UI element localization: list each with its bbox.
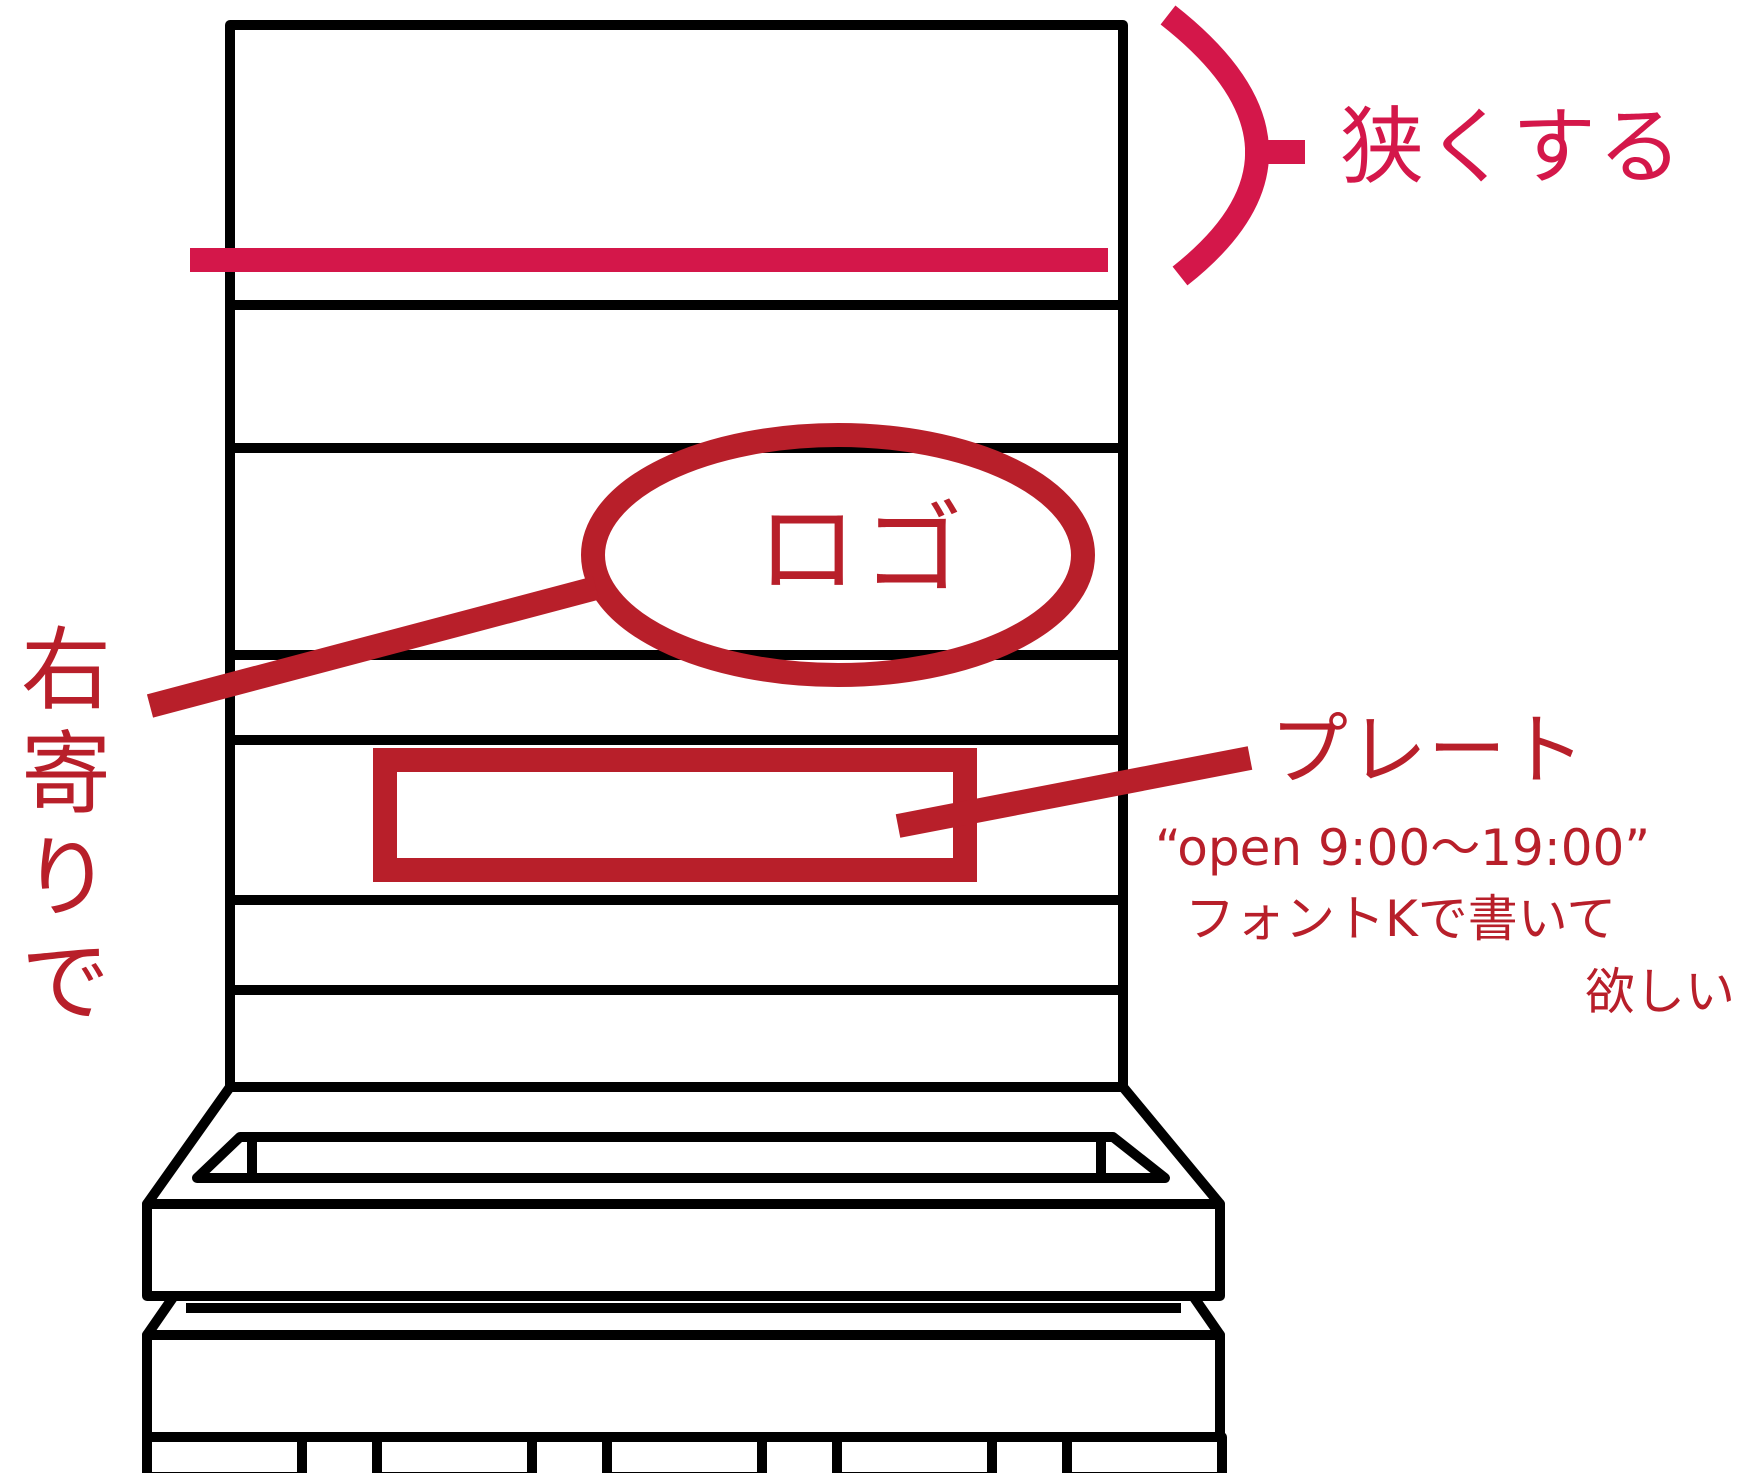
narrow-label: 狭くする xyxy=(1340,98,1685,196)
pallet-board xyxy=(142,1330,1225,1442)
font-note-line1: フォントKで書いて xyxy=(1185,890,1617,948)
logo-ellipse xyxy=(581,423,1095,687)
narrow-bracket xyxy=(1160,5,1269,286)
pallet-foot xyxy=(372,1432,537,1473)
plate-rectangle xyxy=(373,748,977,882)
plate-label: プレート xyxy=(1270,706,1587,796)
plate-markup xyxy=(373,746,1253,882)
pallet-base xyxy=(142,1291,1227,1473)
pallet-foot xyxy=(1062,1432,1227,1473)
board-outline xyxy=(225,20,1128,1092)
planter-opening xyxy=(192,1132,1170,1183)
planter-box xyxy=(142,1082,1225,1301)
pallet-top xyxy=(142,1291,1225,1340)
pallet-foot xyxy=(602,1432,767,1473)
signboard-frame xyxy=(225,20,1128,1092)
pallet-foot xyxy=(832,1432,997,1473)
planter-front-panel xyxy=(142,1199,1225,1301)
narrow-markup xyxy=(190,5,1305,286)
logo-markup xyxy=(146,423,1095,718)
logo-label: ロゴ xyxy=(757,491,969,608)
logo-leader-line xyxy=(146,576,600,718)
font-note-line2: 欲しい xyxy=(1585,963,1735,1021)
right-align-note: 右寄りで xyxy=(5,622,110,1038)
plate-text-note: “open 9:00〜19:00” xyxy=(1155,819,1651,877)
plate-leader-line xyxy=(895,746,1253,838)
pallet-foot xyxy=(142,1432,307,1473)
